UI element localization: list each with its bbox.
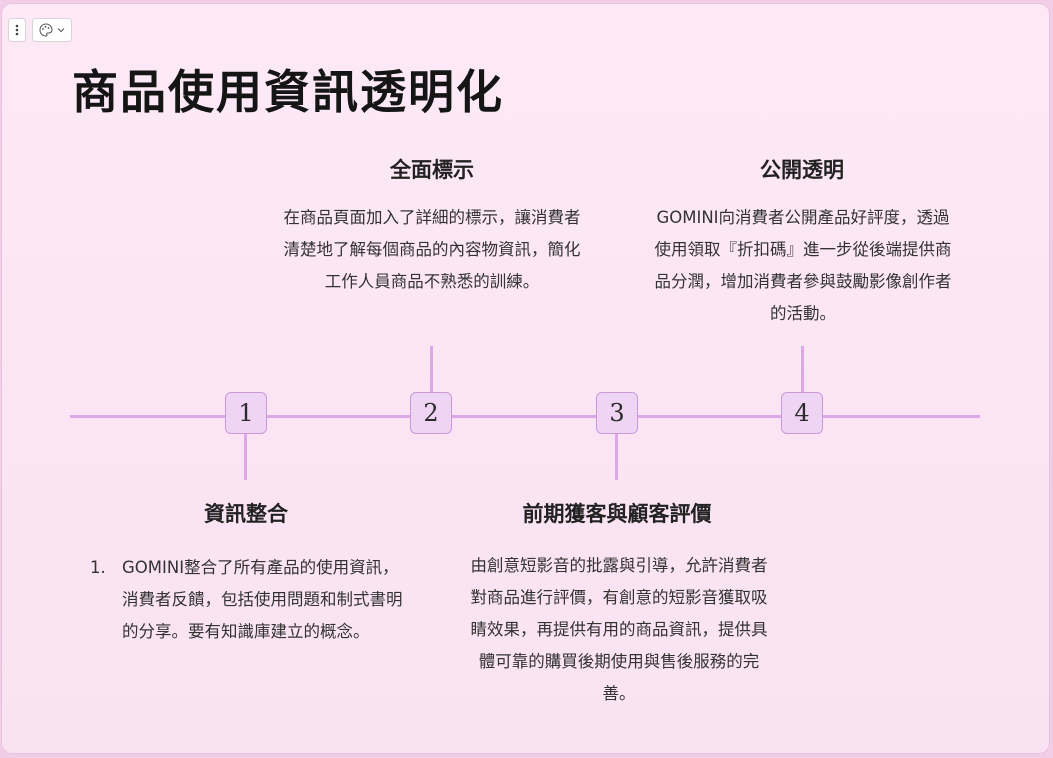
vertical-dots-icon [15,24,19,36]
theme-palette-button[interactable] [32,18,72,42]
step-marker-2: 2 [410,392,452,434]
connector-2 [430,346,433,396]
step-body-1: 1. GOMINI整合了所有產品的使用資訊，消費者反饋，包括使用問題和制式書明的… [90,552,410,648]
connector-3 [615,434,618,480]
step-marker-1: 1 [225,392,267,434]
connector-4 [801,346,804,396]
more-options-button[interactable] [8,18,26,42]
timeline-line [70,415,980,418]
step-marker-3: 3 [596,392,638,434]
step-title-1: 資訊整合 [204,502,288,526]
step-title-2: 全面標示 [390,158,474,182]
step-title-3: 前期獲客與顧客評價 [522,502,712,526]
slide-card: 商品使用資訊透明化 1 2 3 4 全面標示 在商品頁面加入了詳細的標示，讓消費… [2,4,1049,753]
chevron-down-icon [57,28,65,33]
list-number: 1. [90,558,106,577]
step-body-2: 在商品頁面加入了詳細的標示，讓消費者清楚地了解每個商品的內容物資訊，簡化工作人員… [283,208,581,291]
slide-toolbar [8,18,72,42]
step-title-4: 公開透明 [760,158,844,182]
step-body-3: 由創意短影音的批露與引導，允許消費者對商品進行評價，有創意的短影音獲取吸睛效果，… [470,556,768,703]
connector-1 [244,434,247,480]
palette-icon [39,23,53,37]
step-marker-4: 4 [781,392,823,434]
list-item-text: GOMINI整合了所有產品的使用資訊，消費者反饋，包括使用問題和制式書明的分享。… [122,558,403,641]
step-body-4: GOMINI向消費者公開產品好評度，透過使用領取『折扣碼』進一步從後端提供商品分… [654,208,952,323]
page-title: 商品使用資訊透明化 [72,65,504,119]
